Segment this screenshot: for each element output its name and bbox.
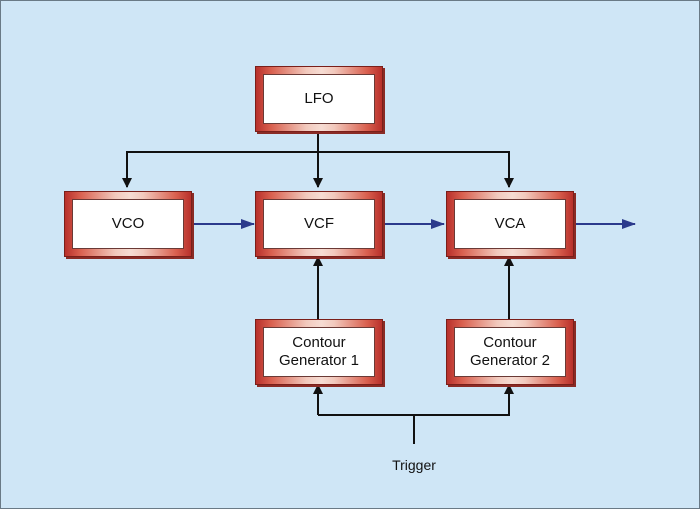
contour-generator-1-block: Contour Generator 1 (255, 319, 383, 385)
vcf-block: VCF (255, 191, 383, 257)
vco-label: VCO (72, 199, 184, 249)
contour-generator-2-block: Contour Generator 2 (446, 319, 574, 385)
lfo-label: LFO (263, 74, 375, 124)
trigger-label: Trigger (392, 457, 436, 473)
vca-block: VCA (446, 191, 574, 257)
contour-generator-1-label: Contour Generator 1 (263, 327, 375, 377)
vcf-label: VCF (263, 199, 375, 249)
contour-generator-2-label: Contour Generator 2 (454, 327, 566, 377)
vca-label: VCA (454, 199, 566, 249)
lfo-block: LFO (255, 66, 383, 132)
vco-block: VCO (64, 191, 192, 257)
